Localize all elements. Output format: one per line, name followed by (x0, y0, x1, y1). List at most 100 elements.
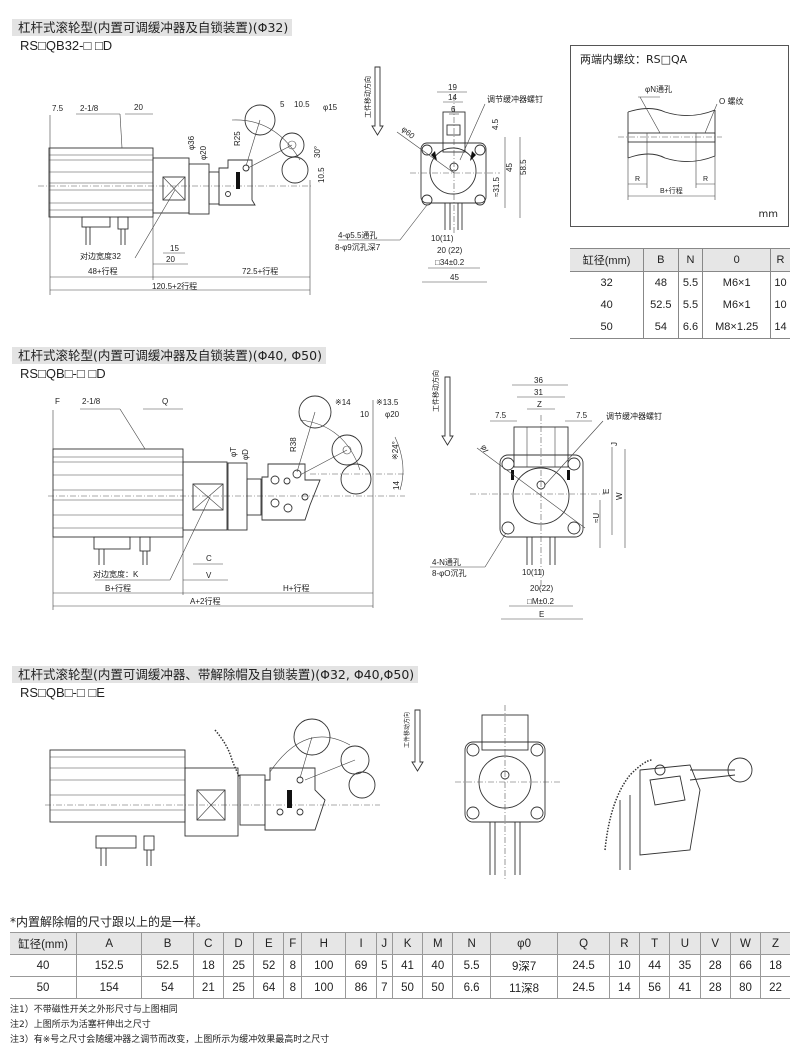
col-header: N (677, 248, 703, 272)
drawing3-iso-view (604, 757, 753, 870)
direction-label: 工件移动方向 (363, 76, 372, 118)
table-cell: 25 (222, 954, 254, 977)
section-2-title: 杠杆式滚轮型(内置可调缓冲器及自锁装置)(Φ40, Φ50) (12, 347, 326, 364)
table-cell: 18 (760, 954, 790, 977)
dim-label: E (602, 489, 611, 494)
dim-label: 6 (451, 105, 456, 114)
table-cell: 24.5 (557, 976, 610, 999)
table-cell: M6×1 (702, 294, 771, 316)
dim-label: φ36 (187, 135, 196, 150)
direction-arrow-icon (441, 376, 454, 446)
dim-label: 10(11) (522, 568, 545, 577)
section-1-title: 杠杆式滚轮型(内置可调缓冲器及自锁装置)(Φ32) (12, 19, 293, 36)
table-cell: 14 (608, 976, 640, 999)
dim-label: 58.5 (519, 159, 528, 175)
dim-label: φT (229, 447, 238, 457)
hole-label: φN通孔 (645, 84, 672, 94)
table-cell: 6.6 (452, 976, 491, 999)
dim-label: Q (162, 397, 168, 406)
table-cell: 7 (375, 976, 393, 999)
col-header: φ0 (489, 932, 558, 955)
dim-label: 调节缓冲器螺钉 (487, 94, 543, 104)
table-cell: 9深7 (489, 954, 558, 977)
section-3-model: RS□QB□-□ □E (20, 685, 105, 700)
drawing2-side-view: F 2-1/8 Q φT φD R38 ※14 ※13.5 10 φ20 ※24… (48, 395, 405, 610)
dim-label: 20 (166, 255, 175, 264)
col-header: Z (760, 932, 790, 955)
table-cell: 6.6 (677, 316, 703, 339)
table-cell: 25 (222, 976, 254, 999)
dim-label: B+行程 (105, 583, 131, 593)
thread-box-title: 两端内螺纹：RS□QA (580, 53, 688, 66)
col-header: J (375, 932, 393, 955)
dim-label: 4-N通孔 (432, 557, 461, 567)
dim-label: 对边宽度：K (93, 569, 139, 579)
dim-label: φI (479, 444, 490, 454)
dim-label: V (206, 571, 212, 580)
table-cell: 69 (345, 954, 377, 977)
col-header: 缸径(mm) (10, 932, 77, 955)
dim-label: 31 (534, 388, 543, 397)
dim-label: 36 (534, 376, 543, 385)
dim-label: 14 (448, 93, 457, 102)
table-cell: M6×1 (702, 271, 771, 294)
col-header: E (253, 932, 284, 955)
col-header: 0 (702, 248, 771, 272)
dim-label: 120.5+2行程 (152, 281, 197, 291)
dim-label: 对边宽度32 (80, 251, 121, 261)
dim-label: R25 (233, 131, 242, 146)
table-cell: 28 (699, 954, 731, 977)
note-1: 注1）不带磁性开关之外形尺寸与上图相同 (10, 1005, 178, 1015)
table-cell: 18 (192, 954, 224, 977)
table-cell: 154 (75, 976, 142, 999)
dim-label: φD (241, 449, 250, 460)
table-cell: 66 (729, 954, 761, 977)
dim-label: C (206, 554, 212, 563)
section-2-model: RS□QB□-□ □D (20, 366, 106, 381)
dim-label: Z (537, 400, 542, 409)
col-header: N (452, 932, 491, 955)
table-cell: 5.5 (677, 294, 703, 316)
col-header: I (345, 932, 377, 955)
dim-label: 8-φO沉孔 (432, 569, 467, 578)
note-same-dimensions: *内置解除帽的尺寸跟以上的是一样。 (10, 915, 209, 929)
internal-thread-detail-box: 两端内螺纹：RS□QA mm (570, 45, 789, 227)
col-header: H (301, 932, 346, 955)
drawing1-front-view: 工件移动方向 19 14 6 调节缓冲器螺钉 4.5 45 58.5 ≈31.5… (335, 66, 543, 283)
dim-label: 2-1/8 (82, 397, 101, 406)
direction-label: 工件移动方向 (431, 370, 440, 412)
table-cell: 40 (600, 299, 613, 311)
col-header: F (283, 932, 302, 955)
col-header: B (643, 248, 678, 272)
dim-label: 20(22) (530, 584, 553, 593)
dim-label: 4.5 (491, 118, 500, 130)
table-cell: 44 (639, 954, 670, 977)
thread-label: O 螺纹 (719, 96, 743, 106)
dim-label: ※24° (391, 441, 400, 460)
dim-label: ≈U (592, 513, 601, 523)
table-cell: 40 (10, 954, 77, 977)
col-header: K (391, 932, 423, 955)
col-header: D (222, 932, 254, 955)
dim-label: 7.5 (576, 411, 588, 420)
dim-label: □M±0.2 (527, 597, 555, 606)
dim-label: R38 (289, 437, 298, 452)
col-header: C (192, 932, 224, 955)
dim-label: 20 (22) (437, 246, 463, 255)
table-header-row: 缸径(mm) B N 0 R (570, 248, 790, 272)
table-cell: 14 (769, 316, 790, 339)
dim-label: 7.5 (495, 411, 507, 420)
dim-label: φ20 (199, 145, 208, 160)
dim-label: 5 (280, 100, 285, 109)
dim-label: 10(11) (431, 234, 454, 243)
dim-label: 72.5+行程 (242, 266, 278, 276)
dim-label: 15 (170, 244, 179, 253)
dim-label: ※13.5 (376, 398, 399, 407)
dim-label: φ15 (323, 103, 338, 112)
table-cell: 8 (283, 954, 302, 977)
table-cell: 86 (345, 976, 377, 999)
